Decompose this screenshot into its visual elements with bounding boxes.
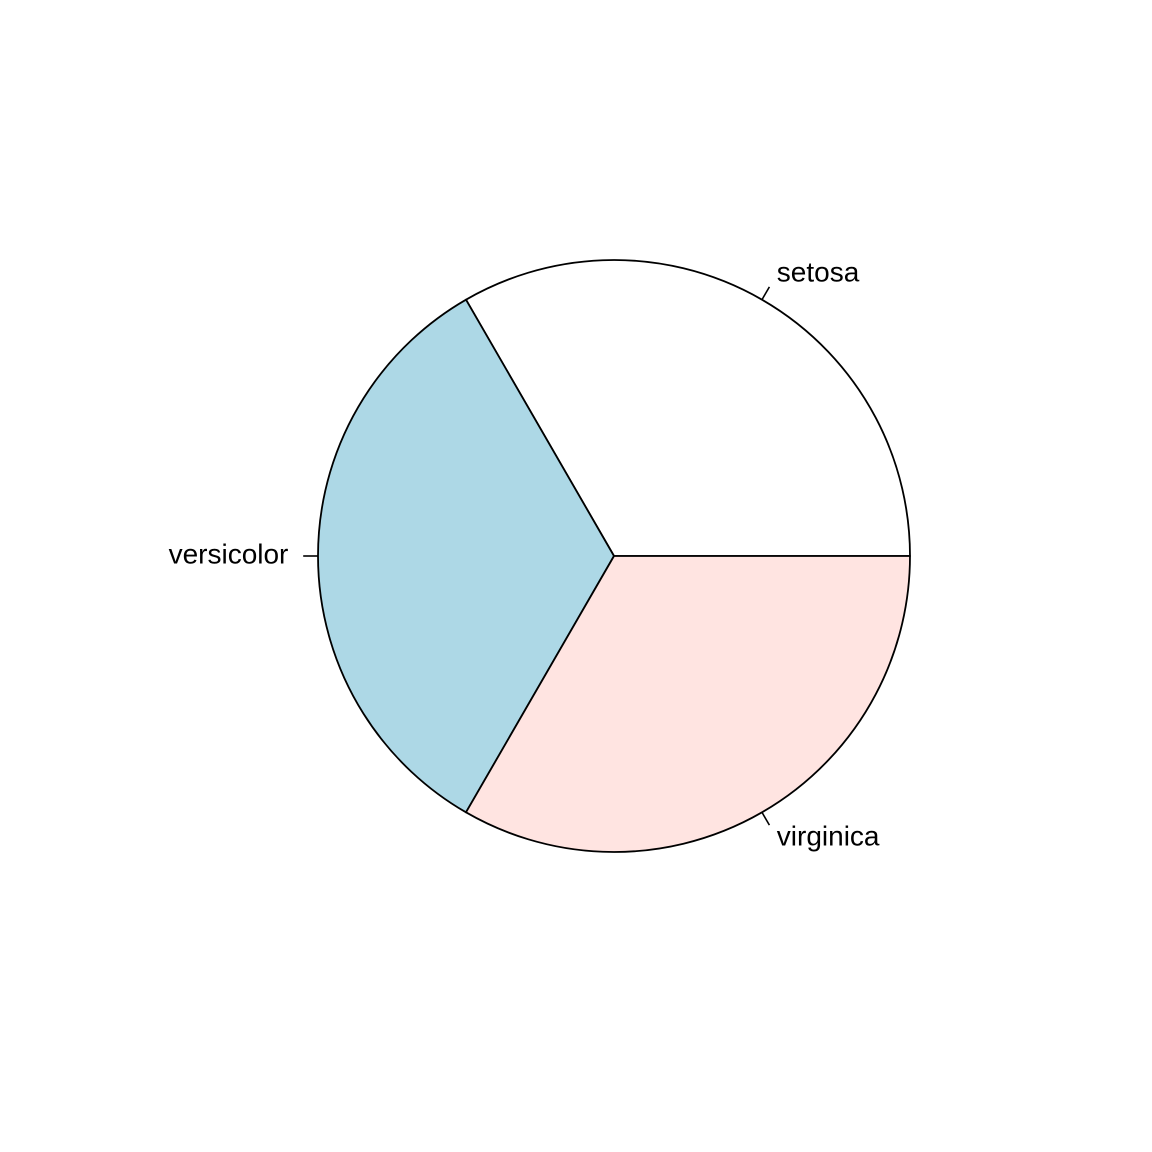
label-tick-virginica (761, 811, 771, 826)
pie-slices (317, 259, 911, 853)
pie-slice-versicolor (317, 298, 615, 814)
pie-slice-virginica (465, 555, 911, 853)
label-tick-setosa (761, 286, 771, 301)
label-ticks (303, 286, 771, 826)
slice-label-setosa: setosa (777, 256, 860, 287)
slice-label-versicolor: versicolor (169, 538, 289, 569)
slice-label-virginica: virginica (777, 820, 880, 851)
slice-labels: setosa versicolor virginica (169, 256, 880, 851)
